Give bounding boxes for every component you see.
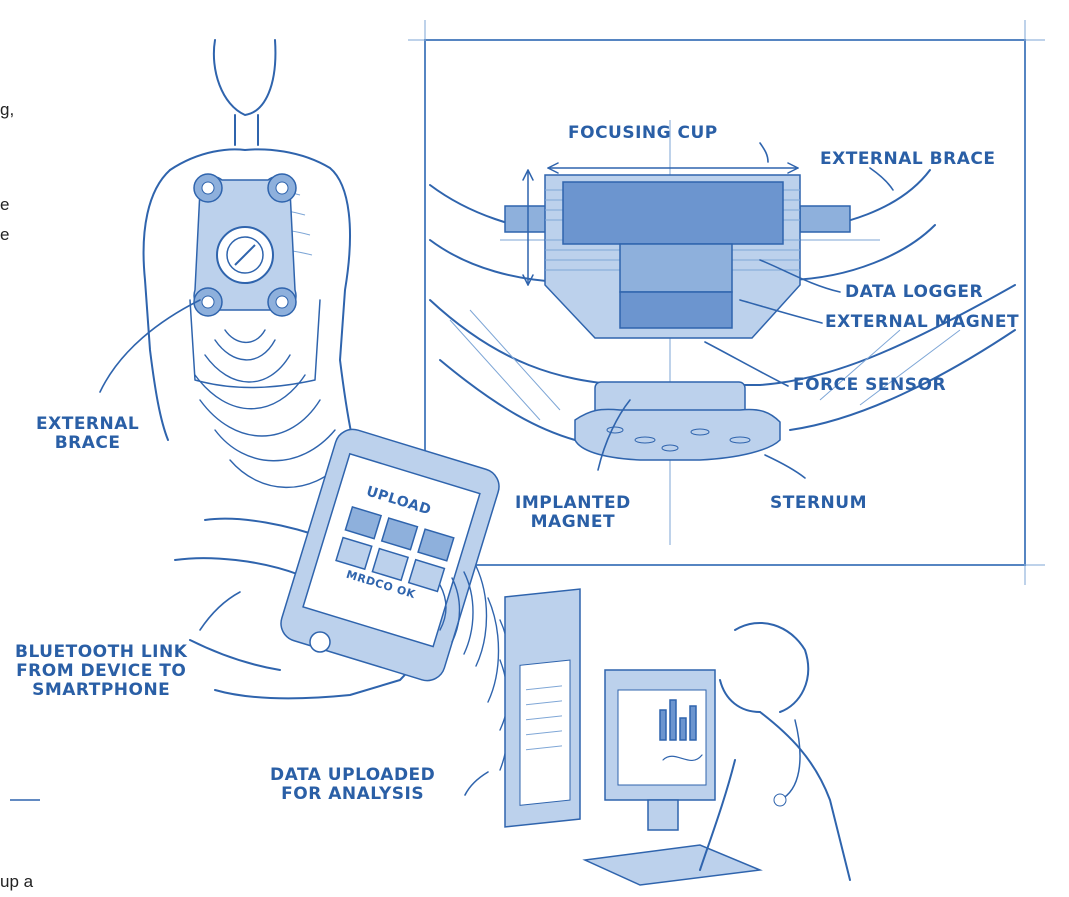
label-implanted-magnet: IMPLANTED MAGNET [515, 494, 631, 532]
cross-section-panel [408, 20, 1045, 585]
cropped-text-fragment: e [0, 225, 9, 245]
label-force-sensor: FORCE SENSOR [793, 376, 946, 395]
signal-waves-brace [195, 330, 345, 487]
cropped-text-fragment: up a [0, 872, 33, 892]
smartphone-hand [175, 425, 503, 698]
label-external-brace-left: EXTERNAL BRACE [36, 415, 139, 453]
label-external-brace-top: EXTERNAL BRACE [820, 150, 995, 169]
label-focusing-cup: FOCUSING CUP [568, 124, 718, 143]
label-data-uploaded: DATA UPLOADED FOR ANALYSIS [270, 766, 435, 804]
child-figure [100, 40, 355, 450]
label-sternum: STERNUM [770, 494, 867, 513]
label-external-magnet: EXTERNAL MAGNET [825, 313, 1019, 332]
label-data-logger: DATA LOGGER [845, 283, 983, 302]
label-bluetooth-link: BLUETOOTH LINK FROM DEVICE TO SMARTPHONE [15, 643, 187, 700]
cropped-text-fragment: g, [0, 100, 14, 120]
cropped-text-fragment: e [0, 195, 9, 215]
